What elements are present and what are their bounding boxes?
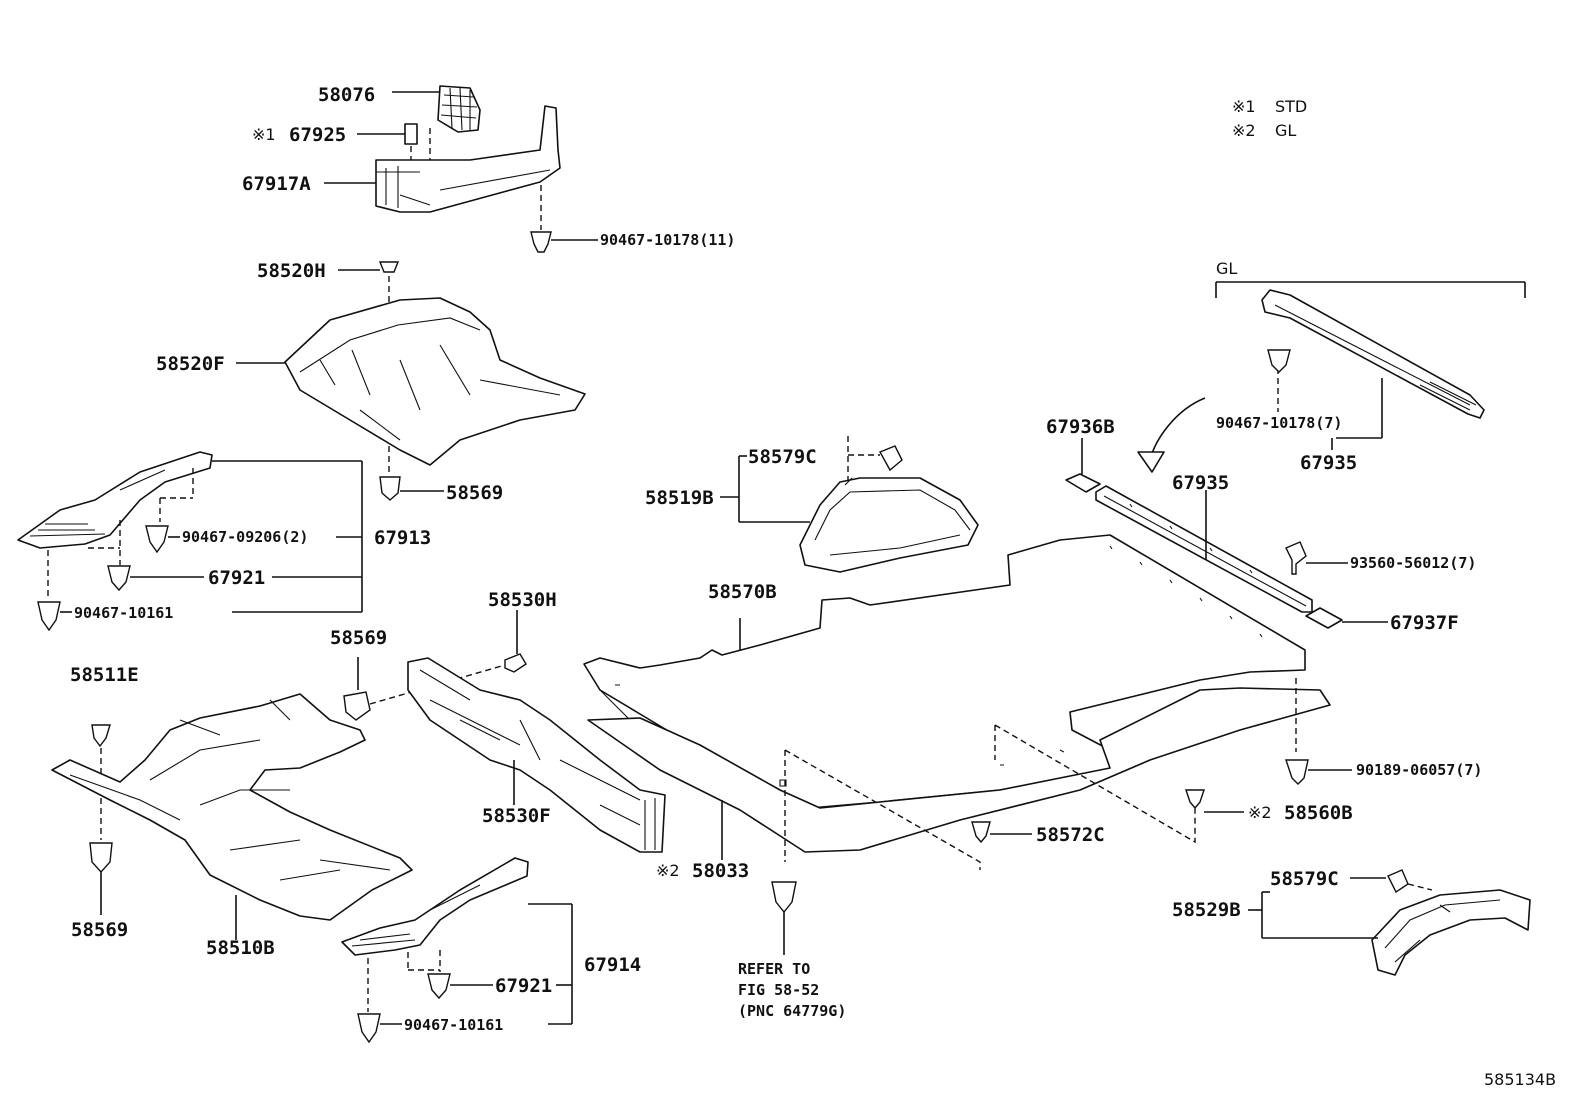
refer-note: REFER TO FIG 58-52 (PNC 64779G) (738, 960, 846, 1020)
part-58519B-shape (799, 477, 979, 573)
callout-67935-a: 67935 (1172, 472, 1229, 494)
part-58520F-group (236, 261, 586, 501)
part-67925-shape (404, 123, 418, 145)
legend-mark-1: ※1 (1232, 97, 1256, 116)
callout-58530F: 58530F (482, 805, 551, 827)
part-58520F-shape (284, 297, 586, 466)
callout-58033-mark: ※2 (656, 861, 680, 880)
part-67913-group (17, 451, 363, 632)
callout-90467-10178-7: 90467-10178(7) (1216, 414, 1342, 432)
callout-58033: 58033 (692, 860, 749, 882)
legend: ※1 STD ※2 GL (1232, 97, 1307, 140)
part-58510B-shape (51, 693, 413, 921)
callout-67937F: 67937F (1390, 612, 1459, 634)
callout-93560-56012-7: 93560-56012(7) (1350, 554, 1476, 572)
callout-58579C-a: 58579C (748, 446, 817, 468)
part-58033-shape (587, 687, 1331, 853)
part-67936B-shape (1065, 473, 1101, 493)
callout-90467-10161-b: 90467-10161 (404, 1016, 503, 1034)
part-67937F-shape (1305, 607, 1343, 629)
part-67935-group (1065, 281, 1526, 785)
part-58529B-shape (1371, 889, 1531, 976)
figure-id: 585134B (1484, 1070, 1556, 1089)
legend-text-std: STD (1275, 97, 1307, 116)
callout-90467-09206-2: 90467-09206(2) (182, 528, 308, 546)
callout-58569-c: 58569 (71, 919, 128, 941)
part-58530F-group (343, 610, 666, 853)
callout-67925: 67925 (289, 124, 346, 146)
callout-58530H: 58530H (488, 589, 557, 611)
callout-58520F: 58520F (156, 353, 225, 375)
callout-90467-10178-11: 90467-10178(11) (600, 231, 735, 249)
callout-67921-a: 67921 (208, 567, 265, 589)
callout-67935-b: 67935 (1300, 452, 1357, 474)
callout-58569-b: 58569 (330, 627, 387, 649)
callout-58519B: 58519B (645, 487, 714, 509)
callout-67936B: 67936B (1046, 416, 1115, 438)
part-58510B-group (51, 693, 413, 940)
callout-67917A: 67917A (242, 173, 311, 195)
callout-67914: 67914 (584, 954, 641, 976)
part-58530F-shape (407, 657, 666, 853)
callout-58510B: 58510B (206, 937, 275, 959)
callout-58570B: 58570B (708, 581, 777, 603)
group-label-gl: GL (1216, 259, 1237, 278)
part-58570B-group (583, 534, 1331, 955)
refer-note-line2: FIG 58-52 (738, 981, 819, 999)
part-67914-shape (341, 857, 529, 956)
callout-58511E: 58511E (70, 664, 139, 686)
part-67917A-shape (375, 105, 561, 213)
callout-58569-a: 58569 (446, 482, 503, 504)
part-58519B-group (720, 436, 979, 573)
part-58076-shape (437, 85, 481, 133)
callout-58560B-mark: ※2 (1248, 803, 1272, 822)
refer-note-line3: (PNC 64779G) (738, 1002, 846, 1020)
callout-58076: 58076 (318, 84, 375, 106)
part-58529B-group (1248, 869, 1531, 976)
callout-90467-10161-a: 90467-10161 (74, 604, 173, 622)
callout-58579C-b: 58579C (1270, 868, 1339, 890)
callout-67925-mark: ※1 (252, 125, 276, 144)
legend-text-gl: GL (1275, 121, 1296, 140)
callout-58560B: 58560B (1284, 802, 1353, 824)
callout-58520H: 58520H (257, 260, 326, 282)
callout-58529B: 58529B (1172, 899, 1241, 921)
callout-67921-b: 67921 (495, 975, 552, 997)
part-67935-gl-shape (1261, 289, 1485, 419)
callout-58572C: 58572C (1036, 824, 1105, 846)
part-67914-group (341, 857, 573, 1044)
part-67917A-group (324, 85, 598, 253)
callout-67913: 67913 (374, 527, 431, 549)
refer-note-line1: REFER TO (738, 960, 810, 978)
legend-mark-2: ※2 (1232, 121, 1256, 140)
callout-90189-06057-7: 90189-06057(7) (1356, 761, 1482, 779)
